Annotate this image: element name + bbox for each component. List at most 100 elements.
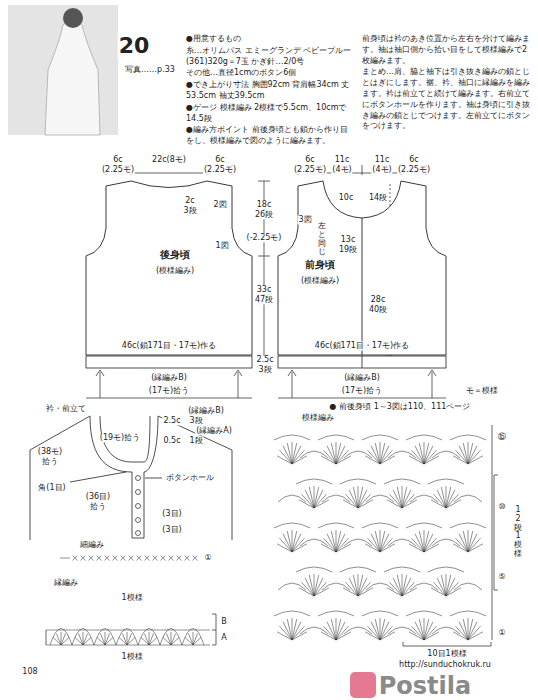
dimension-label: http://sunduchokruk.ru (398, 660, 492, 669)
stitch-stroke (424, 450, 436, 464)
stitch-stroke (305, 490, 314, 508)
stitch-stroke (105, 556, 110, 561)
chain-arc (300, 539, 328, 546)
chain-arc (384, 479, 420, 484)
stitch-stroke (161, 556, 166, 561)
stitch-stroke (336, 632, 351, 640)
stitch-stroke (371, 446, 380, 464)
garment-piece: 前身頃(模様編み) (276, 176, 448, 356)
stitch-stroke (424, 544, 439, 552)
stitch-stroke (331, 619, 336, 640)
stitch-stroke (441, 487, 446, 508)
chain-arc (72, 629, 94, 646)
stitch-stroke (353, 487, 358, 508)
dimension-label: B (220, 617, 228, 626)
dimension-label: 6c (408, 155, 420, 164)
chain-arc (318, 435, 354, 440)
chain-arc (296, 479, 332, 484)
spec-note: ●ゲージ 模様編み 2模様で5.5cm、10cmで14.5段 (186, 103, 354, 125)
dimension-label: (縁編みB) (150, 373, 188, 382)
dimension-label: 46c(鎖171目・17モ)作る (121, 341, 217, 350)
stitch-stroke (358, 574, 359, 596)
spec-note: その他…直径1cmのボタン6個 (186, 68, 354, 79)
piece-outline (86, 181, 252, 355)
stitch-stroke (437, 578, 446, 596)
stitch-stroke (463, 619, 468, 640)
stitch-stroke (375, 619, 380, 640)
chain-arc (388, 627, 416, 634)
dimension-label: 1段 (188, 436, 203, 445)
dimension-label: 3段 (188, 416, 203, 425)
stitch-stroke (83, 632, 84, 645)
arrow (86, 370, 252, 398)
stitch-stroke (280, 538, 292, 552)
stitch-stroke (368, 626, 380, 640)
stitch-stroke (309, 575, 314, 596)
stitch-stroke (100, 633, 105, 645)
stitch-stroke (380, 531, 385, 552)
chain-arc (432, 627, 460, 634)
chain-arc (344, 451, 372, 458)
dimension-label: 2.5c (255, 355, 274, 364)
leader-line (145, 478, 162, 479)
stitch-stroke (336, 618, 337, 640)
stitch-stroke (193, 633, 198, 645)
stitch-stroke (468, 456, 483, 464)
dimension-label: 2.5c (162, 416, 181, 425)
stitch-stroke (375, 443, 380, 464)
chain-arc (406, 611, 442, 616)
dimension-label: 0.5c (162, 436, 181, 445)
stitch-stroke (292, 619, 297, 640)
chain-arc (450, 435, 486, 440)
stitch-stroke (412, 450, 424, 464)
stitch-stroke (358, 486, 359, 508)
dimension-label: 拾う (89, 502, 107, 511)
dimension-label: 3段 (257, 365, 272, 374)
stitch-stroke (358, 582, 370, 596)
stitch-stroke (459, 622, 468, 640)
stitch-stroke (358, 487, 363, 508)
piece-name: 前身頃 (304, 258, 336, 272)
dimension-label: 12段1模様 (513, 506, 523, 559)
chain-arc (340, 479, 376, 484)
stitch-stroke (336, 443, 341, 464)
stitch-stroke (105, 637, 113, 645)
stitch-stroke (305, 578, 314, 596)
dimension-label: モ＝模様 (465, 386, 499, 395)
text-column: ●用意するもの糸…オリムパス エミーグランデ ベビーブルー(361)320g＝7… (186, 34, 354, 148)
stitch-stroke (193, 556, 198, 561)
stitch-stroke (336, 531, 341, 552)
stitch-stroke (380, 456, 395, 464)
dimension-label: 28c (370, 295, 387, 304)
stitch-stroke (324, 626, 336, 640)
stitch-stroke (468, 618, 469, 640)
stitch-stroke (185, 556, 190, 561)
stitch-stroke (424, 443, 429, 464)
stitch-stroke (292, 531, 297, 552)
chain-arc (318, 523, 354, 528)
stitch-stroke (368, 538, 380, 552)
chain-arc (450, 523, 486, 528)
stitch-stroke (149, 633, 154, 645)
stitch-stroke (424, 530, 425, 552)
stitch-stroke (397, 487, 402, 508)
ribbing-band (86, 356, 252, 368)
dimension-label: (17モ)拾う (341, 386, 383, 395)
stitch-stroke (390, 494, 402, 508)
stitch-stroke (161, 556, 166, 561)
spec-note: 糸…オリムパス エミーグランデ ベビーブルー(361)320g＝7玉 かぎ針…2… (186, 46, 354, 68)
chain-arc (274, 435, 310, 440)
chain-arc (388, 539, 416, 546)
dimension-label: 108 (21, 667, 38, 676)
arrow (278, 370, 446, 398)
front-opening (362, 356, 363, 368)
dimension-label: (4モ) (371, 165, 392, 174)
stitch-stroke (280, 626, 292, 640)
dimension-label: 33c (256, 285, 273, 294)
stitch-stroke (287, 531, 292, 552)
stitch-stroke (446, 588, 461, 596)
chain-arc (116, 629, 138, 646)
stitch-stroke (380, 618, 381, 640)
chain-arc (384, 567, 420, 572)
stitch-stroke (446, 574, 447, 596)
